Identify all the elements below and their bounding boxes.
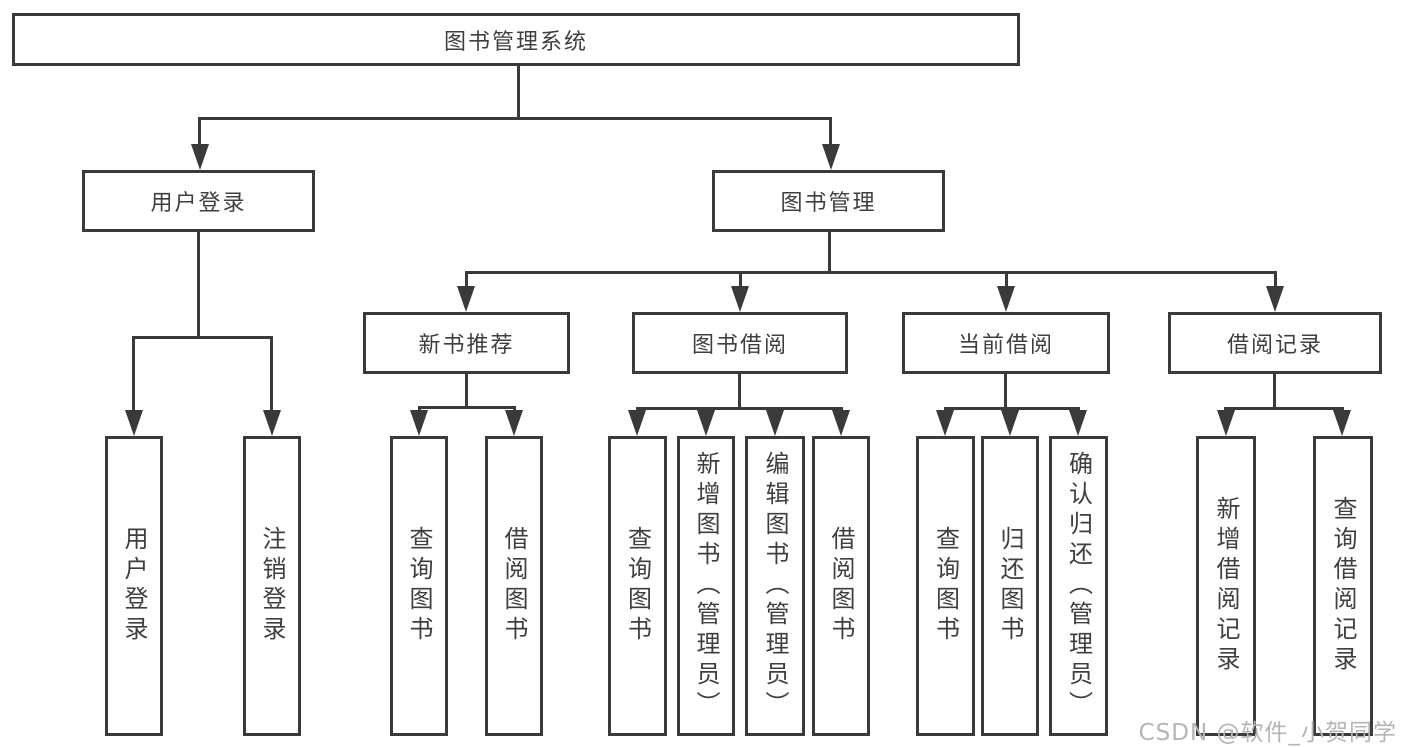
arrowhead-down-icon — [832, 410, 850, 436]
arrowhead-down-icon — [457, 286, 475, 312]
node-root: 图书管理系统 — [12, 13, 1020, 66]
node-current-borrow: 当前借阅 — [902, 312, 1110, 374]
connector-line — [197, 232, 200, 336]
connector-line — [1274, 271, 1277, 288]
leaf-borrow-books: 借阅图书 — [812, 436, 870, 736]
connector-line — [132, 336, 135, 412]
leaf-borrow-books-recommend: 借阅图书 — [485, 436, 543, 736]
arrowhead-down-icon — [263, 410, 281, 436]
connector-line — [738, 374, 741, 409]
arrowhead-down-icon — [1266, 286, 1284, 312]
leaf-confirm-return-admin: 确认归还（管理员） — [1049, 436, 1108, 736]
arrowhead-down-icon — [1333, 410, 1351, 436]
leaf-user-login-label: 用户登录 — [120, 526, 148, 646]
connector-line — [1273, 374, 1276, 409]
node-book-borrow-label: 图书借阅 — [691, 333, 788, 358]
node-user-login-label: 用户登录 — [150, 191, 247, 216]
arrowhead-down-icon — [505, 410, 523, 436]
arrowhead-down-icon — [697, 410, 715, 436]
arrowhead-down-icon — [822, 144, 840, 170]
connector-line — [1005, 271, 1008, 288]
node-book-borrow: 图书借阅 — [632, 312, 848, 374]
leaf-query-books-current: 查询图书 — [916, 436, 975, 736]
csdn-watermark: CSDN @软件_小贺同学 — [1138, 720, 1397, 746]
connector-line — [944, 407, 1080, 410]
leaf-query-books-borrow: 查询图书 — [608, 436, 667, 736]
connector-line — [198, 117, 832, 120]
leaf-edit-book-admin-label: 编辑图书（管理员） — [761, 451, 789, 721]
arrowhead-down-icon — [1001, 410, 1019, 436]
leaf-user-login: 用户登录 — [105, 436, 163, 736]
node-book-management-label: 图书管理 — [780, 191, 877, 216]
connector-line — [739, 271, 742, 288]
connector-line — [465, 271, 468, 288]
leaf-query-books-current-label: 查询图书 — [931, 526, 960, 646]
connector-line — [418, 406, 516, 409]
node-borrow-records: 借阅记录 — [1168, 312, 1382, 374]
arrowhead-down-icon — [1069, 410, 1087, 436]
node-user-login: 用户登录 — [82, 170, 315, 232]
arrowhead-down-icon — [936, 410, 954, 436]
connector-line — [636, 407, 843, 410]
leaf-query-books-recommend: 查询图书 — [390, 436, 448, 736]
leaf-logout: 注销登录 — [243, 436, 301, 736]
leaf-add-book-admin: 新增图书（管理员） — [677, 436, 735, 736]
connector-line — [132, 336, 273, 339]
connector-line — [1224, 407, 1344, 410]
leaf-confirm-return-admin-label: 确认归还（管理员） — [1064, 451, 1093, 721]
connector-line — [517, 66, 520, 118]
node-current-borrow-label: 当前借阅 — [957, 333, 1054, 358]
arrowhead-down-icon — [766, 410, 784, 436]
leaf-borrow-books-label: 借阅图书 — [827, 526, 855, 646]
leaf-add-borrow-record-label: 新增借阅记录 — [1212, 496, 1240, 676]
leaf-query-borrow-record-label: 查询借阅记录 — [1329, 496, 1357, 676]
arrowhead-down-icon — [628, 410, 646, 436]
leaf-query-borrow-record: 查询借阅记录 — [1313, 436, 1373, 736]
leaf-return-book-label: 归还图书 — [996, 526, 1024, 646]
arrowhead-down-icon — [191, 144, 209, 170]
arrowhead-down-icon — [125, 410, 143, 436]
node-book-management: 图书管理 — [712, 170, 945, 232]
arrowhead-down-icon — [410, 410, 428, 436]
node-new-book-recommend: 新书推荐 — [363, 312, 570, 374]
node-new-book-recommend-label: 新书推荐 — [418, 333, 515, 358]
node-borrow-records-label: 借阅记录 — [1226, 333, 1323, 358]
connector-line — [829, 117, 832, 147]
connector-line — [828, 232, 831, 273]
arrowhead-down-icon — [997, 286, 1015, 312]
leaf-query-books-borrow-label: 查询图书 — [623, 526, 652, 646]
connector-line — [465, 271, 1277, 274]
connector-line — [270, 336, 273, 412]
leaf-logout-label: 注销登录 — [258, 526, 286, 646]
connector-line — [198, 117, 201, 147]
arrowhead-down-icon — [1217, 410, 1235, 436]
connector-line — [1004, 374, 1007, 409]
leaf-add-borrow-record: 新增借阅记录 — [1196, 436, 1256, 736]
arrowhead-down-icon — [731, 286, 749, 312]
node-root-label: 图书管理系统 — [443, 29, 588, 55]
connector-line — [465, 374, 468, 408]
leaf-query-books-recommend-label: 查询图书 — [405, 526, 433, 646]
leaf-edit-book-admin: 编辑图书（管理员） — [745, 436, 805, 736]
leaf-return-book: 归还图书 — [981, 436, 1039, 736]
leaf-borrow-books-recommend-label: 借阅图书 — [500, 526, 528, 646]
leaf-add-book-admin-label: 新增图书（管理员） — [692, 451, 720, 721]
